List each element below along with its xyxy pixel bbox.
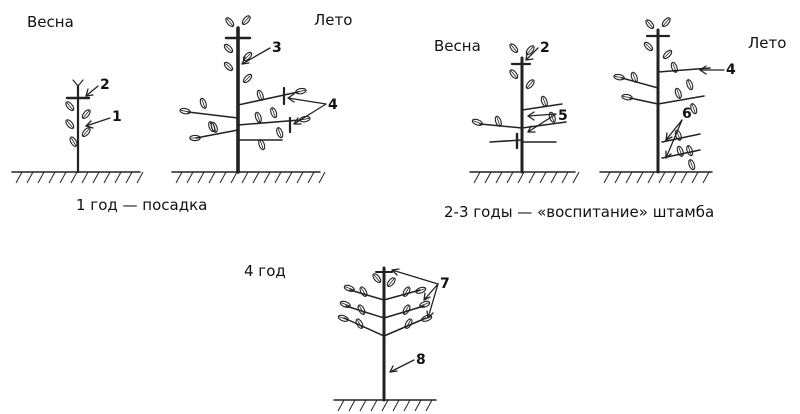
ground-hatch	[26, 171, 34, 184]
ground-hatch	[370, 399, 378, 412]
ground-hatch	[506, 171, 514, 184]
label-spring-1: Весна	[27, 13, 74, 31]
ground-hatch	[572, 171, 580, 184]
ground-hatch	[307, 171, 315, 184]
ground-hatch	[208, 171, 216, 184]
tree-year-4	[336, 266, 434, 402]
mark-2-p2: 2	[540, 40, 550, 56]
label-spring-2: Весна	[434, 37, 481, 55]
ground-hatch	[381, 399, 389, 412]
seedling-spring	[63, 79, 93, 174]
ground-hatch	[81, 171, 89, 184]
tree-summer-1	[178, 13, 312, 174]
ground-hatching	[15, 171, 710, 412]
ground-hatch	[241, 171, 249, 184]
mark-1-p1: 1	[112, 109, 122, 125]
ground-hatch	[691, 171, 699, 184]
mark-4-p2: 4	[726, 62, 736, 78]
ground-hatch	[473, 171, 481, 184]
ground-hatch	[285, 171, 293, 184]
ground-hatch	[658, 171, 666, 184]
ground-hatch	[425, 399, 433, 412]
ground-hatch	[603, 171, 611, 184]
ground-hatch	[614, 171, 622, 184]
tree-summer-2	[612, 15, 711, 174]
mark-8-p3: 8	[416, 352, 426, 368]
ground-hatch	[550, 171, 558, 184]
ground-hatch	[528, 171, 536, 184]
ground-hatch	[92, 171, 100, 184]
ground-hatch	[114, 171, 122, 184]
ground-hatch	[136, 171, 144, 184]
mark-3-p1: 3	[272, 40, 282, 56]
mark-5-p2: 5	[558, 108, 568, 124]
ground-hatch	[625, 171, 633, 184]
ground-hatch	[702, 171, 710, 184]
ground-hatch	[484, 171, 492, 184]
ground-hatch	[495, 171, 503, 184]
ground-hatch	[403, 399, 411, 412]
ground-hatch	[70, 171, 78, 184]
ground-hatch	[186, 171, 194, 184]
caption-year-1: 1 год — посадка	[76, 196, 208, 214]
number-marks: 2 1 3 4 2 5 4 6 7 8	[100, 40, 736, 368]
ground-hatch	[647, 171, 655, 184]
ground-hatch	[48, 171, 56, 184]
ground-hatch	[669, 171, 677, 184]
ground-hatch	[59, 171, 67, 184]
ground-hatch	[103, 171, 111, 184]
ground-hatch	[274, 171, 282, 184]
caption-years-2-3: 2-3 годы — «воспитание» штамба	[444, 203, 715, 221]
ground-hatch	[318, 171, 326, 184]
ground-hatch	[359, 399, 367, 412]
ground-hatch	[296, 171, 304, 184]
ground-hatch	[561, 171, 569, 184]
ground-hatch	[219, 171, 227, 184]
pointer-arrows	[85, 47, 725, 373]
label-summer-2: Лето	[748, 34, 787, 52]
ground-hatch	[37, 171, 45, 184]
ground-hatch	[680, 171, 688, 184]
mark-6-p2: 6	[682, 106, 692, 122]
ground-hatch	[15, 171, 23, 184]
ground-hatch	[197, 171, 205, 184]
ground-hatch	[252, 171, 260, 184]
ground-hatch	[348, 399, 356, 412]
mark-2-p1: 2	[100, 77, 110, 93]
ground-hatch	[414, 399, 422, 412]
label-summer-1: Лето	[314, 11, 353, 29]
ground-hatch	[337, 399, 345, 412]
ground-hatch	[125, 171, 133, 184]
tree-spring-2	[470, 41, 567, 174]
ground-hatch	[517, 171, 525, 184]
ground-hatch	[636, 171, 644, 184]
mark-4-p1: 4	[328, 97, 338, 113]
ground-hatch	[230, 171, 238, 184]
ground-hatch	[392, 399, 400, 412]
ground-hatch	[175, 171, 183, 184]
label-year-4: 4 год	[244, 262, 286, 280]
ground-hatch	[539, 171, 547, 184]
mark-7-p3: 7	[440, 276, 450, 292]
ground-hatch	[263, 171, 271, 184]
